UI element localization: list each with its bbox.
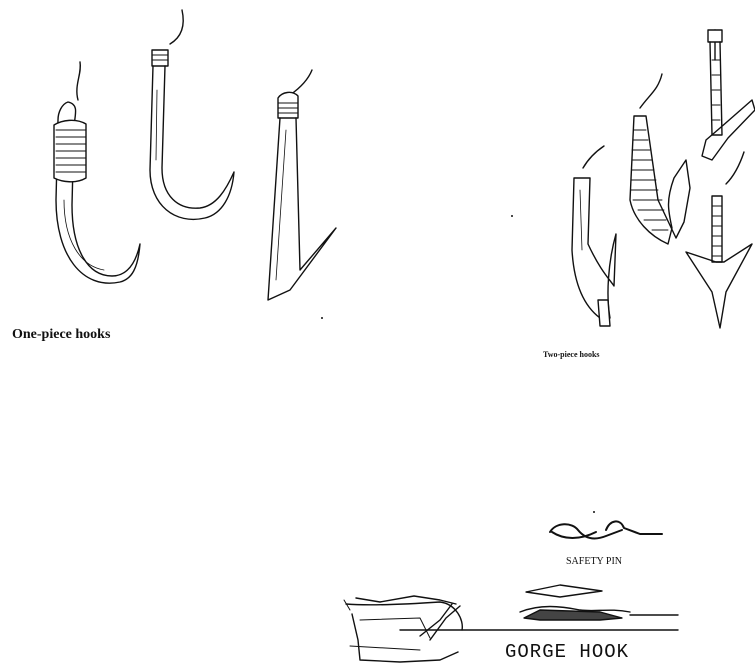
two-piece-hook-1: [572, 146, 616, 326]
safety-pin-hook: [550, 521, 662, 538]
two-piece-hook-2: [630, 74, 690, 244]
one-piece-hook-3: [268, 70, 336, 300]
two-piece-hook-4: [686, 152, 752, 328]
speck: [321, 317, 323, 319]
speck: [593, 511, 595, 513]
two-piece-hook-3: [702, 30, 755, 160]
two-piece-hooks-label: Two-piece hooks: [543, 350, 600, 359]
safety-pin-label: SAFETY PIN: [566, 556, 622, 567]
speck: [511, 215, 513, 217]
one-piece-hook-2: [150, 10, 234, 219]
gorge-hook-label: GORGE HOOK: [505, 641, 629, 663]
one-piece-hooks-label: One-piece hooks: [12, 327, 110, 343]
one-piece-hook-1: [54, 62, 140, 283]
